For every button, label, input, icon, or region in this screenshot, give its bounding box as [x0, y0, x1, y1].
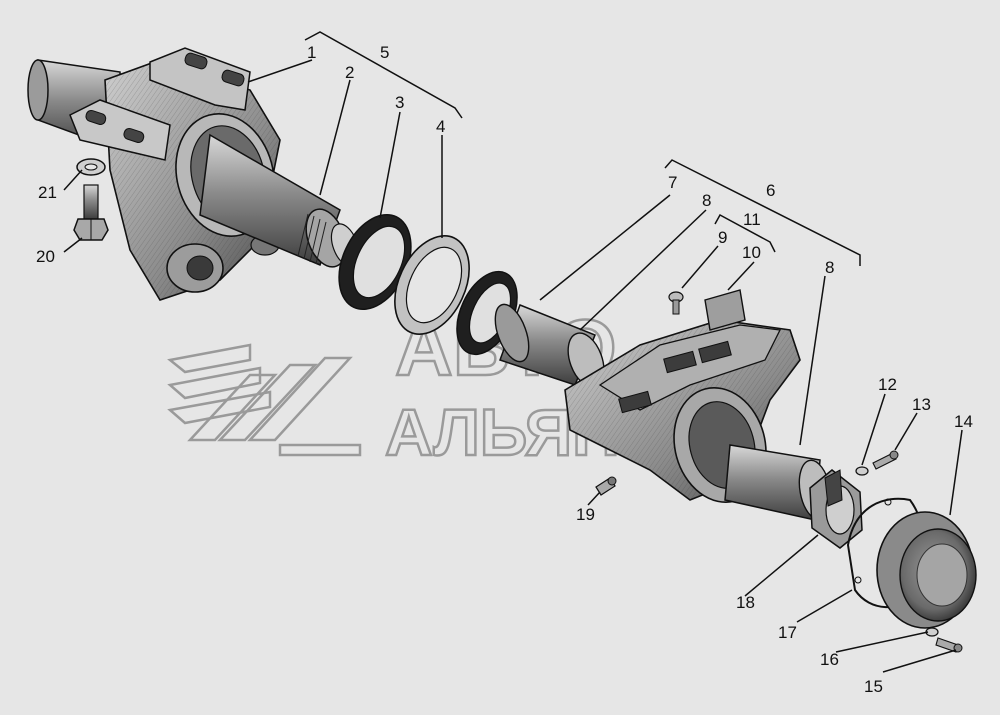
bracket-5 — [304, 31, 463, 119]
bolt-13 — [855, 450, 899, 476]
callout-10: 10 — [742, 243, 761, 262]
callout-21: 21 — [38, 183, 57, 202]
callout-9: 9 — [718, 228, 727, 247]
axle-shaft-2 — [199, 133, 360, 268]
nut-18 — [809, 469, 863, 549]
callout-2: 2 — [345, 63, 354, 82]
bracket-6 — [664, 159, 861, 266]
callout-4: 4 — [436, 117, 445, 136]
callout-13: 13 — [912, 395, 931, 414]
callout-20: 20 — [36, 247, 55, 266]
callout-14: 14 — [954, 412, 973, 431]
group-brackets — [304, 31, 861, 266]
bracket-housing — [27, 47, 281, 301]
stop-10-icon — [704, 289, 746, 331]
bolt-20 — [73, 158, 109, 241]
callout-6: 6 — [766, 181, 775, 200]
callout-7: 7 — [668, 173, 677, 192]
callout-5: 5 — [380, 43, 389, 62]
bolt-15 — [925, 627, 963, 653]
washer-12-icon — [855, 466, 869, 476]
callout-17: 17 — [778, 623, 797, 642]
callout-19: 19 — [576, 505, 595, 524]
callout-11: 11 — [743, 210, 761, 229]
leader-lines — [63, 59, 963, 673]
callout-3: 3 — [395, 93, 404, 112]
callout-8-left: 8 — [702, 191, 711, 210]
callout-1: 1 — [307, 43, 316, 62]
watermark-logo-mark — [167, 343, 362, 457]
callout-12: 12 — [878, 375, 897, 394]
screw-9 — [668, 291, 684, 315]
callout-8-right: 8 — [825, 258, 834, 277]
callout-16: 16 — [820, 650, 839, 669]
callout-labels: 1 2 3 4 5 6 7 8 8 9 10 11 12 13 14 15 16… — [36, 43, 973, 696]
callout-15: 15 — [864, 677, 883, 696]
cover-14 — [876, 511, 977, 629]
callout-18: 18 — [736, 593, 755, 612]
bracket-11 — [714, 213, 776, 253]
washer-4 — [394, 235, 470, 335]
